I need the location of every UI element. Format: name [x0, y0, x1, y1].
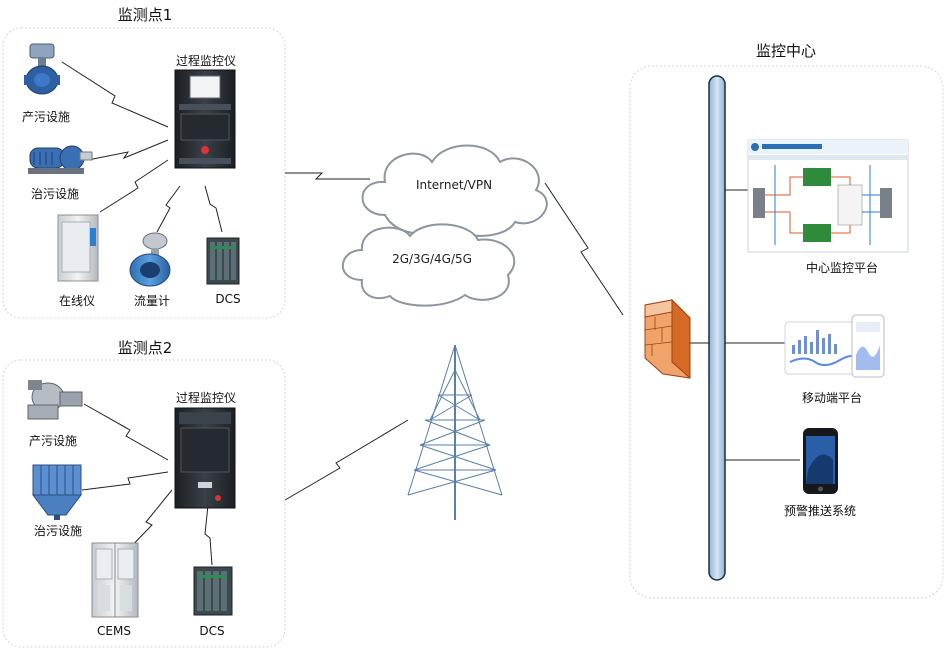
blower-icon: [27, 380, 83, 420]
site1-title: 监测点1: [117, 6, 173, 24]
site1-monitor-label: 过程监控仪: [175, 54, 237, 68]
site2-device-label: CEMS: [97, 624, 131, 638]
site1-device-label: 治污设施: [30, 187, 80, 201]
tower-icon: [407, 344, 503, 520]
site1-device-label: DCS: [215, 292, 241, 306]
cems-cabinet-icon: [91, 542, 139, 618]
cloud-internet-label: Internet/VPN: [415, 178, 493, 192]
pump-icon: [28, 145, 93, 174]
site2-panel: [2, 359, 286, 648]
valve-icon: [24, 43, 60, 95]
bus-branches: [687, 189, 800, 461]
site2-monitor-label: 过程监控仪: [175, 391, 237, 405]
smartphone-icon: [803, 428, 838, 494]
cloud-firewall-link: [544, 182, 624, 316]
site1-device-label: 流量计: [133, 294, 171, 308]
platform-label: 预警推送系统: [783, 504, 857, 518]
platform-label: 移动端平台: [801, 391, 863, 405]
dashboard-screen-icon: [747, 139, 909, 253]
cloud-icon: [341, 223, 516, 307]
site2-uplink: [284, 419, 409, 501]
site2-title: 监测点2: [117, 339, 173, 357]
site1-uplink: [285, 172, 370, 180]
dcs-icon: [206, 237, 240, 285]
firewall-icon: [644, 298, 691, 380]
site2-device-label: 治污设施: [33, 524, 83, 538]
analyzer-cabinet-icon: [57, 214, 99, 282]
center-title: 监控中心: [755, 42, 817, 60]
tablet-icon: [784, 314, 885, 378]
monitor-cabinet-icon: [174, 407, 236, 509]
dcs-icon: [193, 566, 233, 616]
monitor-cabinet-icon: [174, 69, 236, 169]
site2-device-label: DCS: [199, 624, 225, 638]
flowmeter-icon: [129, 232, 171, 287]
site1-device-label: 产污设施: [21, 110, 71, 124]
cloud-mobile-label: 2G/3G/4G/5G: [392, 252, 472, 266]
platform-label: 中心监控平台: [805, 261, 879, 275]
network-bus: [708, 75, 726, 581]
center-panel: [629, 65, 944, 599]
dust-collector-icon: [32, 464, 82, 520]
site1-device-label: 在线仪: [58, 294, 96, 308]
site2-device-label: 产污设施: [28, 434, 78, 448]
site1-links: [61, 61, 223, 233]
